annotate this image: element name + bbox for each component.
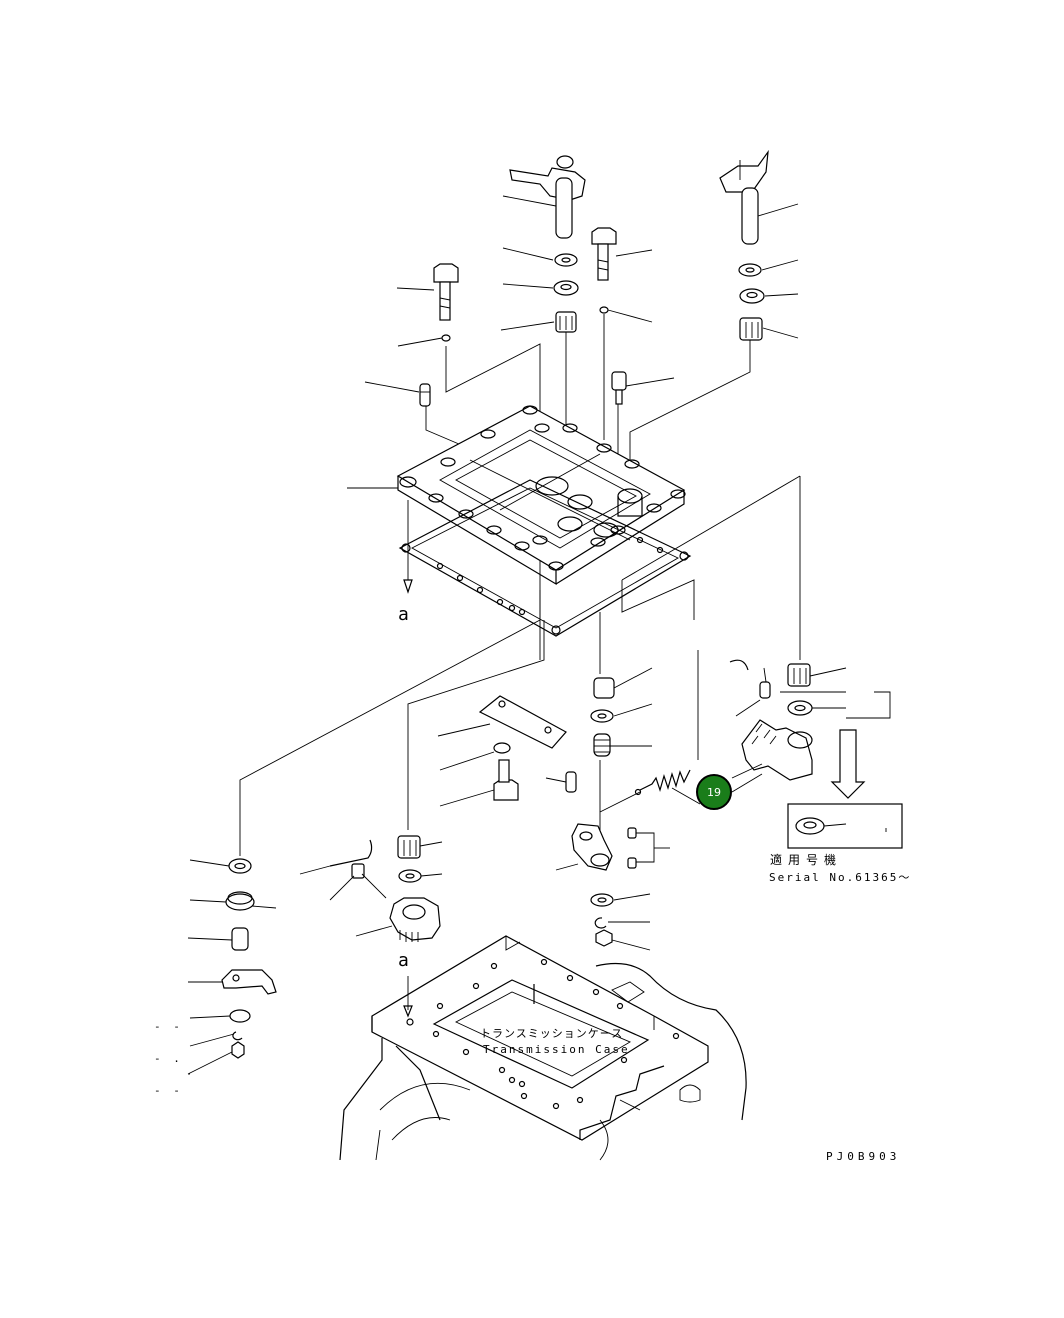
washer-stack-right xyxy=(738,259,799,341)
bolt-center-top xyxy=(591,227,653,323)
bolt-left-top xyxy=(396,263,459,347)
case-label-en: Transmission Case xyxy=(483,1043,630,1056)
detent-parts-center xyxy=(590,667,653,757)
bracket-plate xyxy=(437,695,567,807)
sensor-switch xyxy=(611,371,675,405)
shift-arm-center xyxy=(555,823,670,951)
cover-plate xyxy=(347,405,686,586)
serial-label-en: Serial No.61365～ xyxy=(769,871,912,884)
ref-label-a-top: a xyxy=(398,604,412,625)
plunger-left xyxy=(364,381,431,407)
new-serial-parts xyxy=(729,659,903,849)
pin-center xyxy=(545,771,577,793)
shift-arm-left xyxy=(299,839,441,942)
ref-arrow-bottom xyxy=(403,976,413,1018)
dash-mark-3: - - xyxy=(154,1084,183,1097)
serial-label-jp: 適用号機 xyxy=(770,853,843,867)
spring xyxy=(599,769,701,840)
washer-stack-left xyxy=(500,247,579,333)
gasket xyxy=(398,479,692,637)
ref-label-a-bottom: a xyxy=(398,950,412,971)
shift-lever-right xyxy=(719,149,799,245)
drawing-code: PJ0B903 xyxy=(826,1150,901,1163)
left-column-parts xyxy=(187,858,277,1075)
case-label-jp: トランスミッションケース xyxy=(480,1027,624,1040)
callout-leader-line xyxy=(731,773,763,793)
transmission-case xyxy=(339,935,747,1161)
shift-lever-left xyxy=(502,155,586,239)
nut-washer-middle xyxy=(397,835,443,883)
dash-mark-1: - - xyxy=(154,1020,183,1033)
lower-leader-lines xyxy=(239,475,801,856)
callout-badge-19[interactable]: 19 xyxy=(696,774,732,810)
dash-mark-2: - . xyxy=(154,1052,183,1065)
